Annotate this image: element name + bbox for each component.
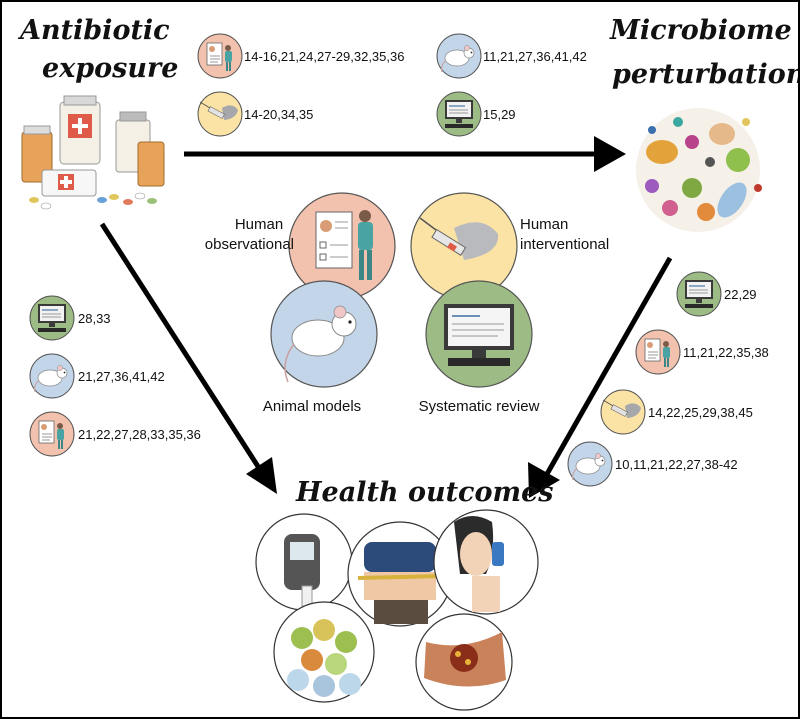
ref-top-animal: 11,21,27,36,41,42 [483, 49, 587, 64]
adipose-cells-circle [273, 601, 375, 703]
human-observational-label-line1: Human [234, 216, 284, 233]
human-observational-circle [288, 192, 396, 300]
top-interventional-icon [197, 91, 243, 137]
animal-models-circle [270, 280, 378, 388]
health-outcomes-heading: Health outcomes [296, 477, 554, 508]
arrow-microbiome-to-health [544, 256, 673, 476]
right-animal-icon [567, 441, 613, 487]
antibiotic-exposure-heading-line2: exposure [42, 53, 179, 84]
animal-models-label: Animal models [262, 398, 362, 415]
arrow-microbiome-to-health-head [528, 462, 560, 498]
systematic-review-circle [425, 280, 533, 388]
ref-left-review: 28,33 [78, 311, 111, 326]
arrow-exposure-to-health-head [246, 457, 277, 494]
intestinal-tissue-circle [415, 613, 513, 711]
systematic-review-label: Systematic review [418, 398, 540, 415]
arrow-exposure-to-health [99, 222, 262, 470]
microbiome-perturbation-heading-line1: Microbiome [610, 15, 792, 46]
human-interventional-label-line2: interventional [520, 236, 610, 253]
ref-right-observational: 11,21,22,35,38 [683, 345, 769, 360]
antibiotic-bottles-illustration [21, 95, 165, 210]
right-review-icon [676, 271, 722, 317]
ref-top-review: 15,29 [483, 107, 516, 122]
ref-right-review: 22,29 [724, 287, 757, 302]
arrow-exposure-to-microbiome-head [594, 136, 626, 172]
human-observational-label-line2: observational [204, 236, 294, 253]
top-observational-icon [197, 33, 243, 79]
antibiotic-exposure-heading-line1: Antibiotic [20, 15, 170, 46]
ref-right-interventional: 14,22,25,29,38,45 [648, 405, 753, 420]
left-animal-icon [29, 353, 75, 399]
human-interventional-label-line1: Human [520, 216, 569, 233]
top-animal-icon [436, 33, 482, 79]
right-observational-icon [635, 329, 681, 375]
left-review-icon [29, 295, 75, 341]
right-interventional-icon [600, 389, 646, 435]
left-observational-icon [29, 411, 75, 457]
waist-measurement-circle [347, 521, 453, 627]
ref-right-animal: 10,11,21,22,27,38-42 [615, 457, 738, 472]
microbiome-perturbation-heading-line2: perturbation [612, 59, 800, 90]
ref-top-interventional: 14-20,34,35 [244, 107, 314, 122]
microbiome-bacteria-illustration [636, 108, 762, 232]
ref-left-observational: 21,22,27,28,33,35,36 [78, 427, 201, 442]
top-review-icon [436, 91, 482, 137]
ref-top-observational: 14-16,21,24,27-29,32,35,36 [244, 49, 405, 64]
glucose-meter-circle [255, 513, 353, 611]
asthma-inhaler-circle [433, 509, 539, 615]
ref-left-animal: 21,27,36,41,42 [78, 369, 165, 384]
